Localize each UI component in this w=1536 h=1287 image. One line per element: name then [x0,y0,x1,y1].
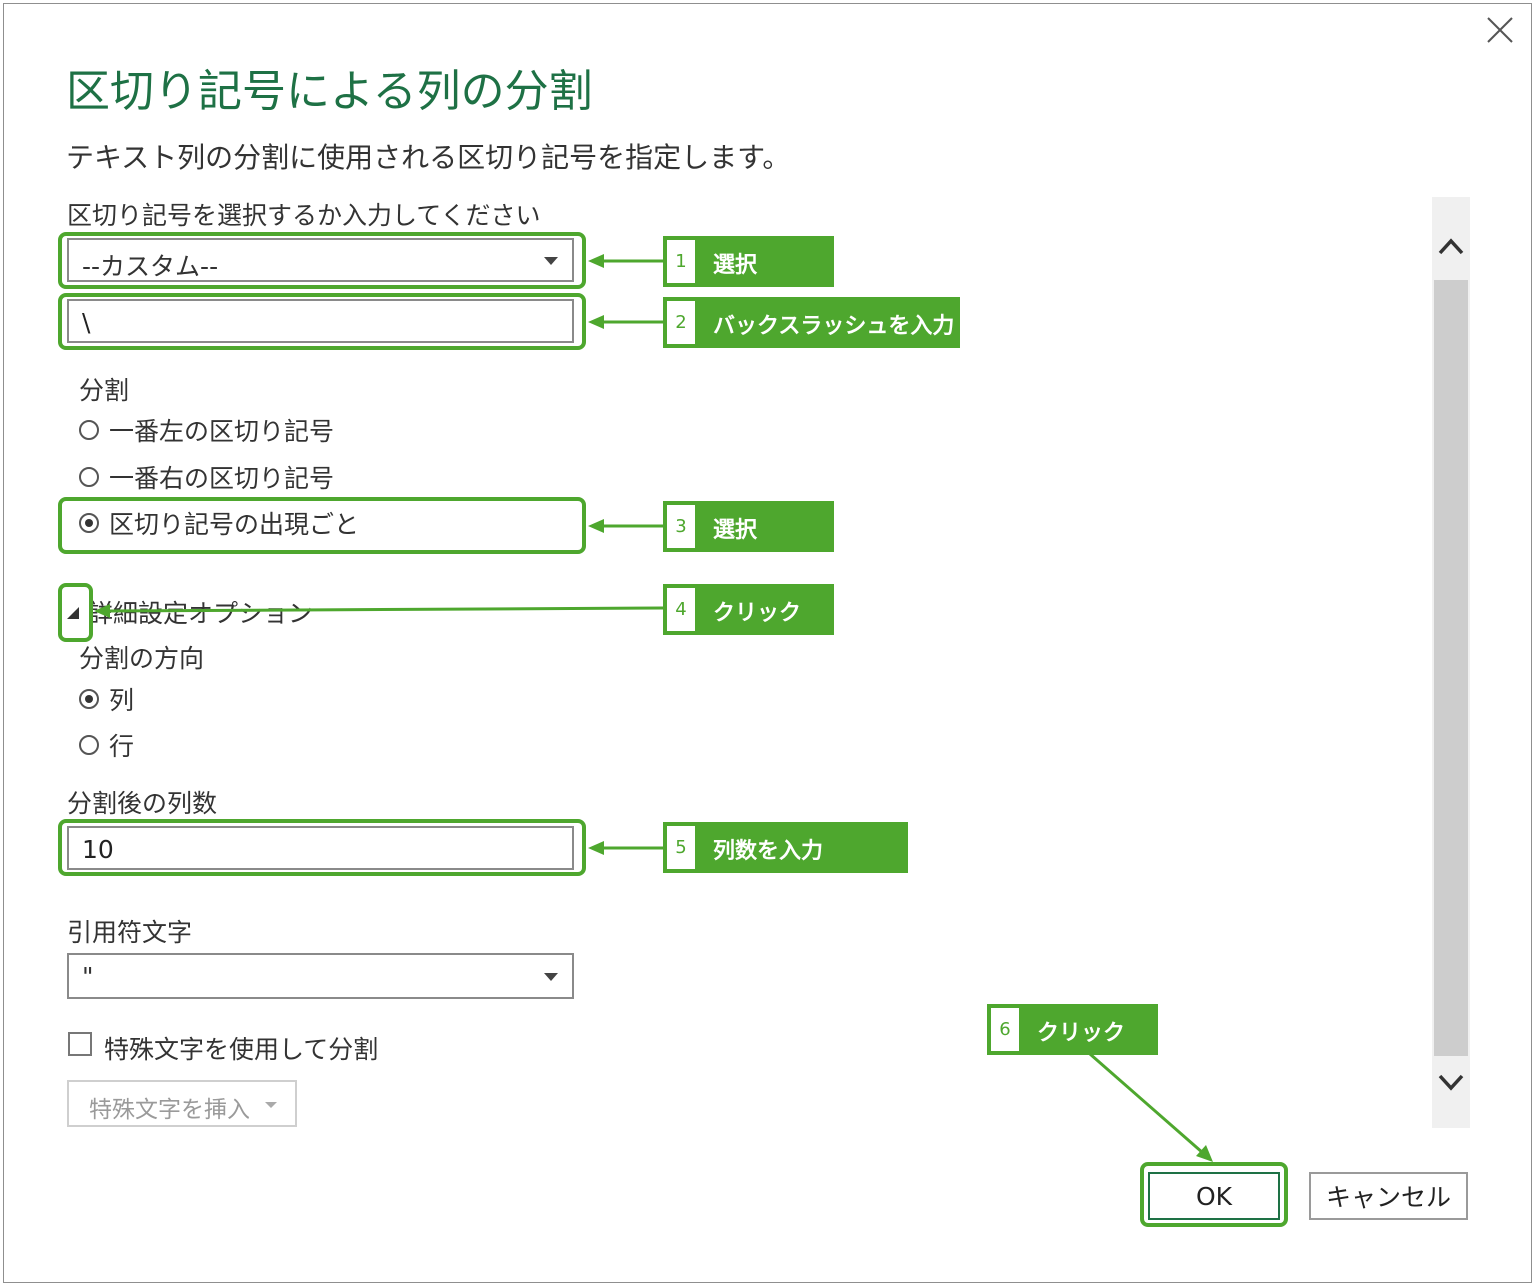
callout-step-3: 3 選択 [663,501,834,552]
dialog-title: 区切り記号による列の分割 [66,66,593,117]
callout-text: 選択 [713,518,758,543]
split-option-label: 区切り記号の出現ごと [109,510,360,539]
quote-char-value: " [82,962,94,991]
callout-step-6: 6 クリック [987,1004,1158,1055]
callout-step-1: 1 選択 [663,236,834,287]
callout-step-4: 4 クリック [663,584,834,635]
callout-text: クリック [713,601,802,626]
insert-special-char-label: 特殊文字を挿入 [89,1097,250,1123]
direction-option-label: 列 [109,686,135,715]
callout-step-2: 2 バックスラッシュを入力 [663,297,960,348]
direction-option-rows[interactable]: 行 [79,729,134,761]
custom-delimiter-value: \ [82,308,91,337]
callout-text: 選択 [713,253,758,278]
callout-number: 1 [667,240,695,283]
columns-count-value: 10 [82,835,114,864]
chevron-down-icon [544,973,558,981]
special-chars-checkbox-label: 特殊文字を使用して分割 [104,1035,379,1064]
insert-special-char-button: 特殊文字を挿入 [67,1080,297,1127]
radio-button[interactable] [79,420,99,440]
callout-text: 列数を入力 [713,839,824,864]
split-option-leftmost[interactable]: 一番左の区切り記号 [79,414,334,446]
split-direction-label: 分割の方向 [79,644,205,673]
callout-number: 3 [667,505,695,548]
split-label: 分割 [79,376,130,405]
delimiter-select-value: --カスタム-- [82,252,219,281]
custom-delimiter-input[interactable]: \ [67,299,574,343]
split-option-each-occurrence[interactable]: 区切り記号の出現ごと [79,507,359,539]
callout-number: 2 [667,301,695,344]
chevron-down-icon [544,257,558,265]
scrollbar-thumb[interactable] [1434,280,1468,1056]
callout-number: 5 [667,826,695,869]
delimiter-label: 区切り記号を選択するか入力してください [67,201,541,230]
close-icon[interactable] [1484,14,1516,46]
chevron-up-icon[interactable] [1432,227,1470,267]
special-chars-checkbox[interactable] [68,1032,92,1056]
expand-triangle-icon[interactable] [66,606,80,620]
callout-number: 4 [667,588,695,631]
dialog-subtitle: テキスト列の分割に使用される区切り記号を指定します。 [66,141,791,174]
columns-count-input[interactable]: 10 [67,826,574,870]
split-column-dialog [3,3,1532,1283]
ok-button[interactable]: OK [1148,1172,1280,1220]
quote-char-select[interactable]: " [67,953,574,999]
callout-text: クリック [1037,1021,1126,1046]
split-option-label: 一番左の区切り記号 [109,417,335,446]
radio-button[interactable] [79,735,99,755]
split-option-rightmost[interactable]: 一番右の区切り記号 [79,461,334,493]
split-option-label: 一番右の区切り記号 [109,464,335,493]
columns-count-label: 分割後の列数 [67,789,218,818]
callout-step-5: 5 列数を入力 [663,822,908,873]
callout-text: バックスラッシュを入力 [713,314,955,339]
chevron-down-icon [265,1102,277,1108]
chevron-down-icon[interactable] [1432,1062,1470,1102]
delimiter-select[interactable]: --カスタム-- [67,238,574,282]
radio-button-selected[interactable] [79,513,99,533]
radio-button[interactable] [79,467,99,487]
direction-option-columns[interactable]: 列 [79,683,134,715]
advanced-options-toggle[interactable]: 詳細設定オプション [88,599,314,628]
radio-button-selected[interactable] [79,689,99,709]
quote-char-label: 引用符文字 [67,918,193,947]
direction-option-label: 行 [109,732,135,761]
cancel-button[interactable]: キャンセル [1309,1172,1468,1220]
callout-number: 6 [991,1008,1019,1051]
